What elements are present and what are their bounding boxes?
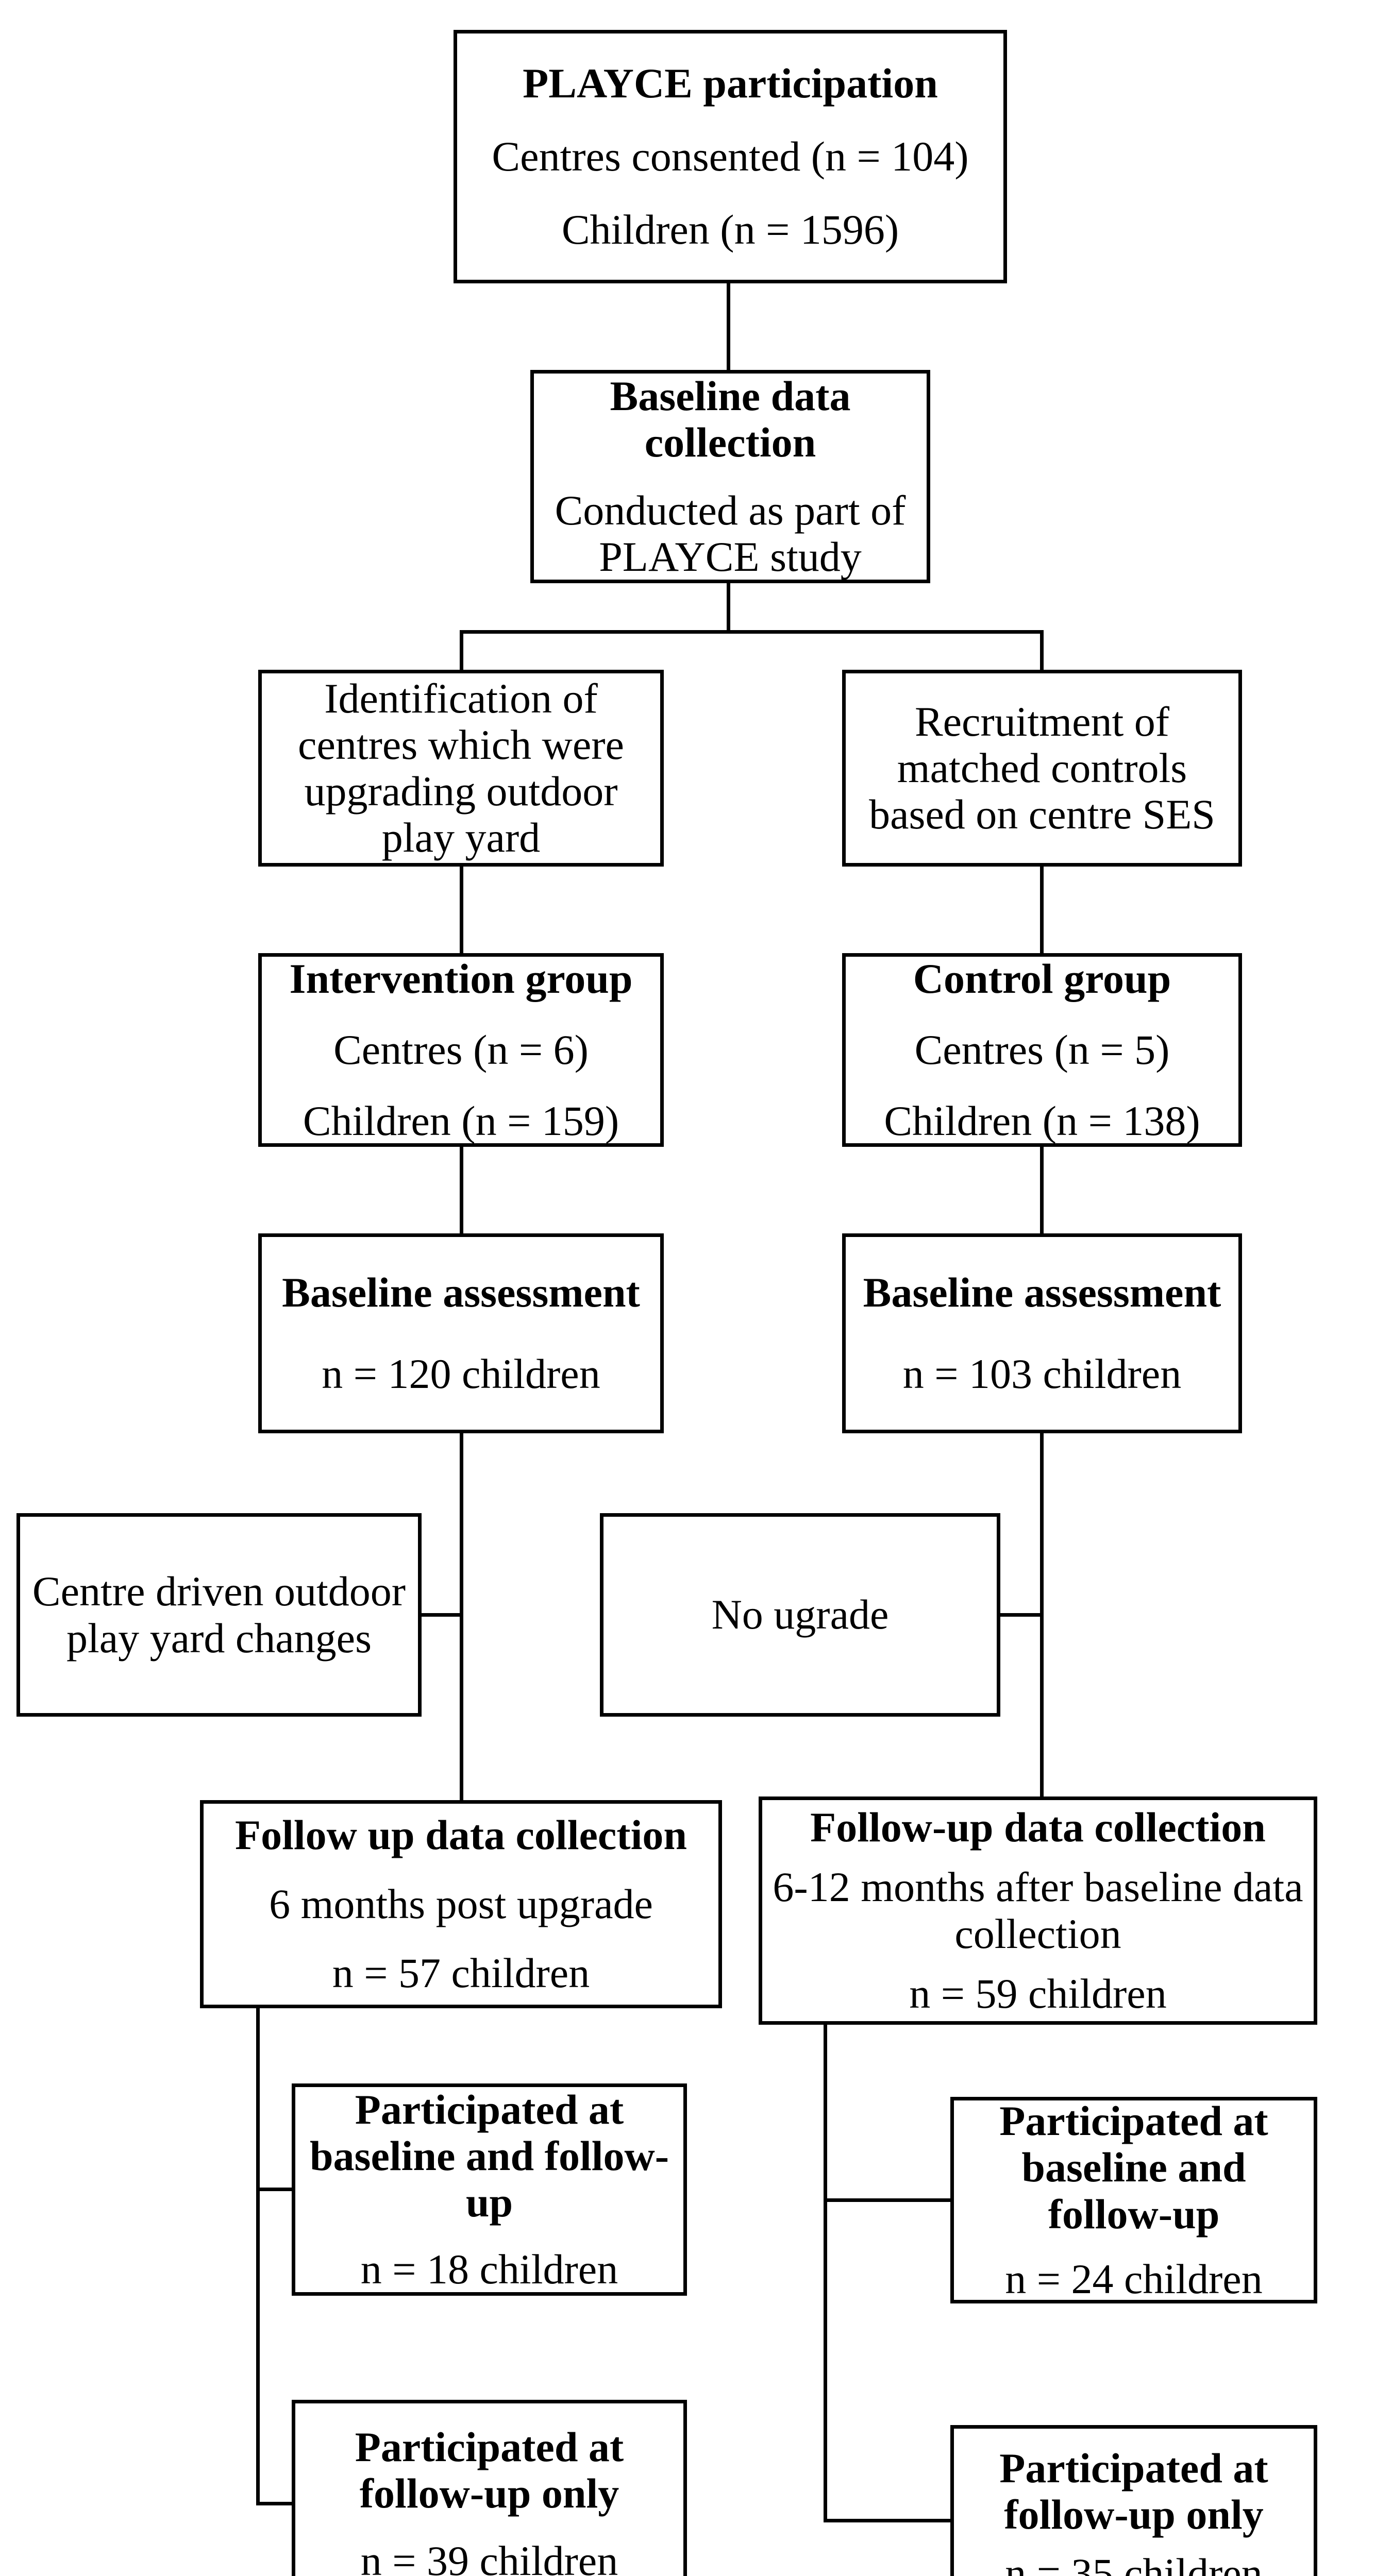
node-line: Identification of centres which were upg… — [298, 674, 624, 861]
node-title: Baseline data collection — [610, 372, 851, 466]
node-line: n = 57 children — [332, 1950, 590, 1997]
node-title: Participated at baseline and follow-up — [999, 2097, 1268, 2238]
node-line: n = 103 children — [902, 1350, 1182, 1397]
node-line: Centre driven outdoor play yard changes — [32, 1568, 406, 1662]
node-title: Intervention group — [289, 955, 633, 1002]
node-participated-both-control: Participated at baseline and follow-up n… — [950, 2097, 1317, 2303]
connector-followup-left-drop — [256, 2005, 260, 2505]
connector-assessment-to-followup-left — [460, 1430, 463, 1804]
node-line: n = 39 children — [360, 2537, 618, 2576]
node-playce-participation: PLAYCE participation Centres consented (… — [454, 30, 1007, 283]
connector-stub-participated-both-right — [824, 2198, 954, 2202]
node-line: n = 59 children — [909, 1970, 1167, 2017]
node-centre-driven-changes: Centre driven outdoor play yard changes — [16, 1513, 422, 1717]
node-line: n = 18 children — [360, 2246, 618, 2293]
connector-stub-participated-both-left — [256, 2188, 295, 2191]
node-title: Baseline assessment — [863, 1268, 1221, 1316]
node-line: Centres (n = 5) — [914, 1026, 1170, 1073]
node-line: n = 35 children — [1005, 2550, 1263, 2576]
connector-stub-no-upgrade — [997, 1613, 1044, 1617]
node-line: Children (n = 138) — [884, 1097, 1200, 1145]
node-recruitment-matched-controls: Recruitment of matched controls based on… — [842, 670, 1242, 867]
node-line: n = 24 children — [1005, 2255, 1263, 2302]
node-line: Centres consented (n = 104) — [492, 132, 969, 180]
connector-branch-right-drop — [1040, 630, 1044, 673]
node-followup-data-collection-control: Follow-up data collection 6-12 months af… — [759, 1797, 1317, 2025]
node-participated-followup-only-control: Participated at follow-up only n = 35 ch… — [950, 2425, 1317, 2576]
connector-recruitment-to-control — [1040, 863, 1044, 957]
node-line: Centres (n = 6) — [333, 1026, 589, 1073]
connector-baseline-to-branch — [727, 580, 730, 634]
node-line: Children (n = 159) — [303, 1097, 619, 1145]
connector-playce-to-baseline — [727, 280, 730, 374]
node-title: Follow-up data collection — [810, 1804, 1266, 1851]
node-baseline-data-collection: Baseline data collection Conducted as pa… — [530, 370, 930, 583]
connector-branch-left-drop — [460, 630, 463, 673]
node-line: No ugrade — [711, 1591, 889, 1638]
node-title: Baseline assessment — [282, 1268, 640, 1316]
node-title: Participated at follow-up only — [999, 2444, 1268, 2538]
node-title: Follow up data collection — [235, 1811, 687, 1858]
node-line: Children (n = 1596) — [561, 206, 899, 253]
connector-branch-horizontal — [460, 630, 1044, 634]
connector-followup-right-drop — [824, 2021, 827, 2522]
connector-stub-participated-only-left — [256, 2502, 295, 2505]
node-participated-followup-only-intervention: Participated at follow-up only n = 39 ch… — [292, 2400, 687, 2576]
node-identification-of-centres: Identification of centres which were upg… — [258, 670, 664, 867]
node-baseline-assessment-control: Baseline assessment n = 103 children — [842, 1233, 1242, 1433]
node-title: PLAYCE participation — [523, 59, 938, 107]
node-line: 6 months post upgrade — [269, 1880, 653, 1927]
connector-stub-participated-only-right — [824, 2519, 954, 2522]
connector-stub-centre-driven — [418, 1613, 463, 1617]
node-followup-data-collection-intervention: Follow up data collection 6 months post … — [200, 1800, 722, 2008]
connector-control-to-assessment — [1040, 1143, 1044, 1237]
node-participated-both-intervention: Participated at baseline and follow-up n… — [292, 2083, 687, 2296]
node-line: 6-12 months after baseline data collecti… — [773, 1863, 1303, 1957]
node-title: Participated at follow-up only — [355, 2424, 624, 2517]
connector-identification-to-intervention — [460, 863, 463, 957]
node-title: Control group — [913, 955, 1171, 1002]
node-no-upgrade: No ugrade — [600, 1513, 1000, 1717]
node-line: n = 120 children — [322, 1350, 600, 1397]
node-control-group: Control group Centres (n = 5) Children (… — [842, 953, 1242, 1147]
connector-intervention-to-assessment — [460, 1143, 463, 1237]
node-line: Recruitment of matched controls based on… — [869, 698, 1215, 838]
node-baseline-assessment-intervention: Baseline assessment n = 120 children — [258, 1233, 664, 1433]
node-title: Participated at baseline and follow-up — [309, 2086, 669, 2226]
node-line: Conducted as part of PLAYCE study — [555, 487, 906, 581]
node-intervention-group: Intervention group Centres (n = 6) Child… — [258, 953, 664, 1147]
